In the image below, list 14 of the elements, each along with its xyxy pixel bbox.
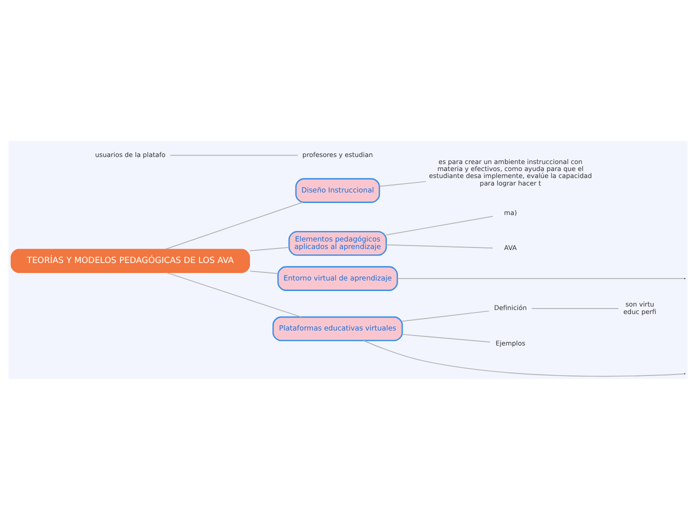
connector xyxy=(379,181,426,187)
connector xyxy=(363,340,685,377)
connector xyxy=(402,334,490,342)
node-box: TEORÍAS Y MODELOS PEDAGÓGICAS DE LOS AVA xyxy=(10,248,250,274)
connector xyxy=(386,244,494,248)
connector xyxy=(170,154,298,156)
connector xyxy=(402,310,490,322)
connector xyxy=(250,247,290,252)
connector xyxy=(531,308,619,309)
connector xyxy=(250,270,278,274)
connector xyxy=(166,272,302,318)
connector xyxy=(165,202,303,250)
connector xyxy=(397,278,685,279)
connector xyxy=(386,216,494,236)
